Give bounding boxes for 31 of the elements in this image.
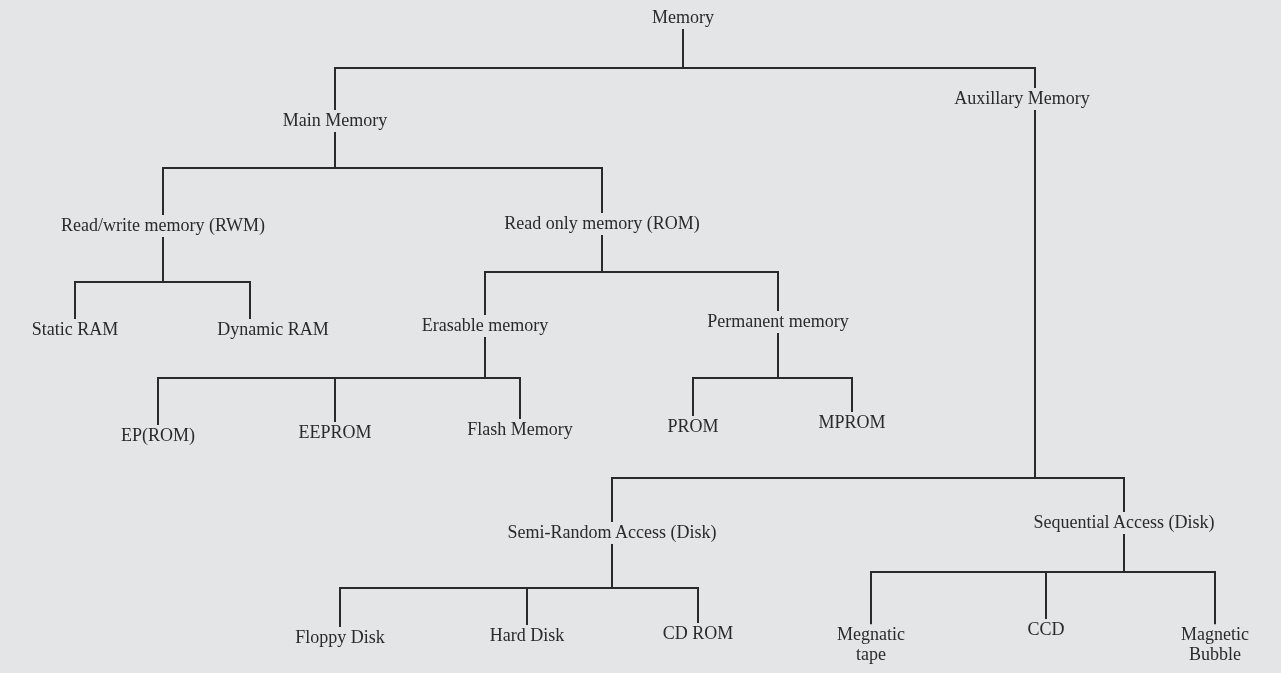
connector-line (162, 235, 251, 321)
connector-line (484, 335, 521, 421)
node-label: CCD (1025, 619, 1067, 641)
node-label: Read/write memory (RWM) (59, 215, 267, 237)
node-label: Megnatic tape (829, 624, 913, 666)
connector-line (611, 542, 699, 625)
node-label: EEPROM (296, 422, 374, 444)
node-label: Permanent memory (705, 311, 851, 333)
connector-line (682, 27, 1036, 90)
node-label: Auxillary Memory (952, 88, 1092, 110)
node-label: Sequential Access (Disk) (1031, 512, 1217, 534)
node-label: Memory (650, 7, 716, 29)
node-label: Semi-Random Access (Disk) (505, 522, 719, 544)
node-label: CD ROM (660, 623, 736, 645)
node-label: Static RAM (29, 319, 121, 341)
node-label: Read only memory (ROM) (502, 213, 702, 235)
connector-line (601, 233, 779, 313)
node-label: Main Memory (280, 110, 390, 132)
node-label: Hard Disk (487, 625, 567, 647)
node-label: MPROM (816, 412, 888, 434)
node-label: Erasable memory (419, 315, 551, 337)
connector-line (777, 331, 853, 414)
node-label: Floppy Disk (293, 627, 387, 649)
connector-line (1034, 108, 1125, 514)
node-label: Dynamic RAM (215, 319, 331, 341)
node-label: Flash Memory (465, 419, 575, 441)
connector-line (1123, 532, 1216, 626)
connector-line (334, 130, 603, 215)
node-label: EP(ROM) (119, 425, 197, 447)
node-label: Magnetic Bubble (1173, 624, 1257, 666)
node-label: PROM (665, 416, 721, 438)
